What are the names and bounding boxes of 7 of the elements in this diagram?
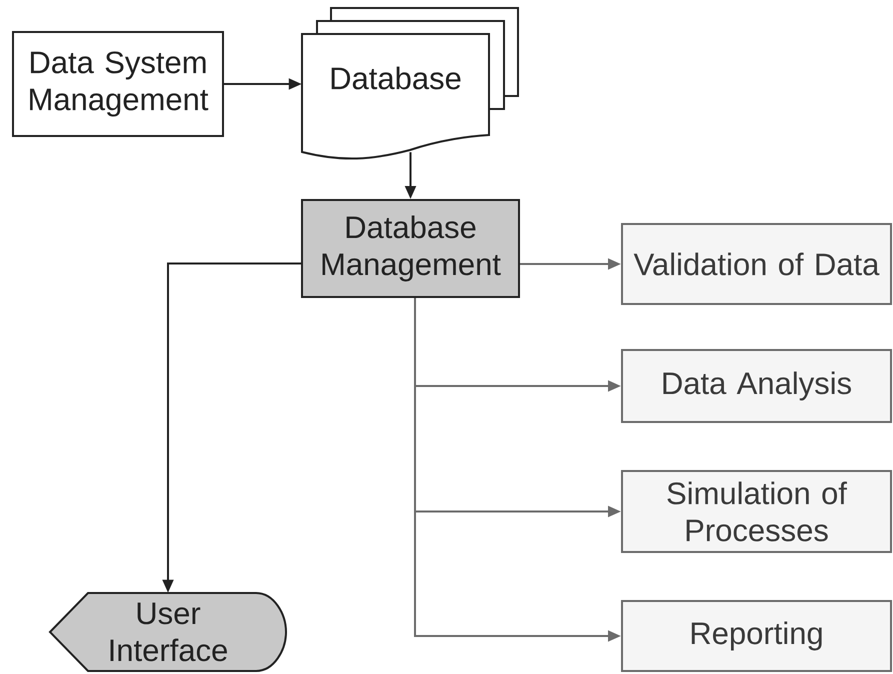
- process-box: Data Analysis: [621, 349, 892, 423]
- process-box: Simulation of Processes: [621, 470, 892, 553]
- process-box: Reporting: [621, 600, 892, 672]
- process-box: Database Management: [301, 199, 520, 298]
- document-stack: Database: [301, 7, 519, 160]
- process-box: Validation of Data: [621, 223, 892, 305]
- process-box: Data System Management: [12, 31, 224, 137]
